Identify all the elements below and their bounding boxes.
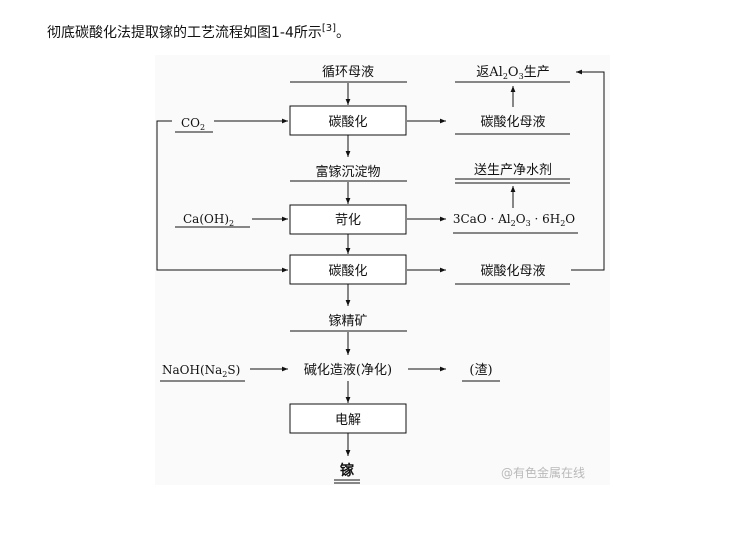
label-co2: CO2 [181, 116, 205, 132]
flow-diagram: 循环母液 碳酸化 碳酸化母液 返Al2O3生产 CO2 富镓沉淀物 送生产净水剂… [155, 55, 610, 485]
label-out3: 碳酸化母液 [480, 264, 545, 279]
label-step5: 电解 [335, 413, 361, 428]
flow-diagram-svg: 循环母液 碳酸化 碳酸化母液 返Al2O3生产 CO2 富镓沉淀物 送生产净水剂… [156, 65, 605, 484]
box-step3 [289, 254, 407, 285]
label-final: 镓 [340, 462, 355, 479]
box-step1 [289, 105, 407, 136]
box-step2 [289, 204, 407, 235]
caption-reference: [3] [321, 23, 337, 34]
label-top-input: 循环母液 [322, 65, 374, 80]
loop-co2-to-step3 [156, 120, 288, 273]
label-step1: 碳酸化 [328, 115, 367, 130]
label-return-al: 返Al2O3生产 [476, 65, 549, 81]
loop-mother3-to-return [571, 69, 605, 271]
label-caoh: Ca(OH)2 [183, 212, 234, 228]
label-step2: 苛化 [335, 213, 361, 228]
label-water-agent: 送生产净水剂 [474, 163, 552, 178]
caption-end: 。 [336, 25, 351, 41]
caption-text: 彻底碳酸化法提取镓的工艺流程如图1-4所示 [47, 25, 322, 41]
label-residue: (渣) [469, 363, 492, 378]
label-mid2: 镓精矿 [328, 314, 367, 329]
watermark: @有色金属在线 [501, 466, 586, 480]
figure-caption: 彻底碳酸化法提取镓的工艺流程如图1-4所示[3]。 [47, 22, 350, 42]
label-out1-mother: 碳酸化母液 [480, 115, 545, 130]
label-naoh: NaOH(Na2S) [162, 363, 240, 379]
label-step4: 碱化造液(净化) [304, 363, 392, 378]
label-cao-product: 3CaO · Al2O3 · 6H2O [453, 212, 575, 228]
box-step5 [289, 403, 407, 434]
label-step3: 碳酸化 [328, 264, 367, 279]
label-mid1: 富镓沉淀物 [315, 164, 380, 180]
